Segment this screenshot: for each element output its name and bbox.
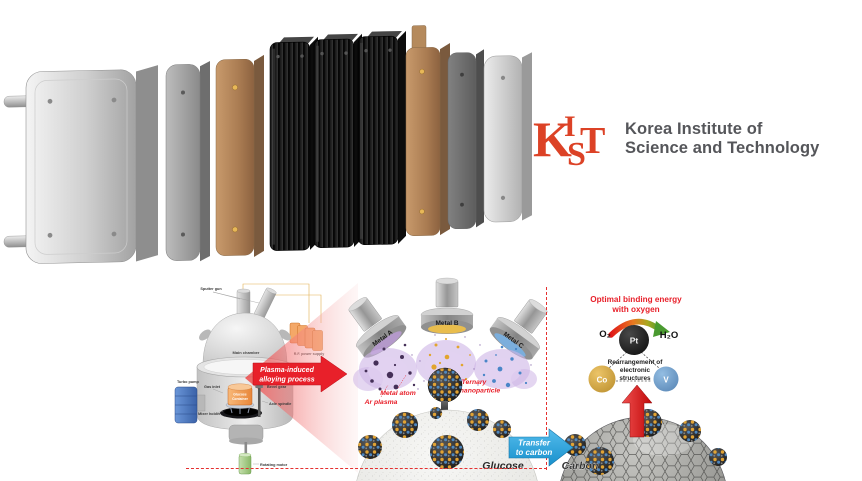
kist-logo-mark: K I S T <box>533 112 615 178</box>
sputter-gun-label: Sputter gun <box>200 287 222 291</box>
carbon-label: Carbon <box>562 460 599 472</box>
process-arrow: Plasma-induced alloying process <box>252 355 348 393</box>
sputter-target-metal-a: Metal A <box>348 297 407 358</box>
v-label: V <box>663 376 669 385</box>
glucose-container-label1: Glucose <box>233 393 246 397</box>
orr-title-line1: Optimal binding energy <box>590 295 682 304</box>
rf-wire <box>242 283 310 323</box>
chamber-callouts: Gas inlet Bevel gear Axle spindle Mixer … <box>198 385 291 416</box>
bipolar-plate <box>269 36 318 251</box>
rotating-motor-label: Rotating motor <box>260 463 288 467</box>
ternary-nanoparticle <box>427 367 463 403</box>
end-plate-right <box>483 52 532 223</box>
metal-atoms-c <box>482 345 528 388</box>
transfer-arrow: Transfer to carbon <box>508 428 574 467</box>
h2o-label: H₂O <box>660 330 678 341</box>
rearrangement-line1: Rearrangement of <box>608 359 664 366</box>
v-atom <box>653 366 679 392</box>
process-arrow-line1: Plasma-induced <box>260 367 314 374</box>
glucose-label: Glucose <box>482 460 524 472</box>
main-chamber-dome: Main chamber <box>199 312 291 366</box>
metal-b-label: Metal B <box>435 320 458 327</box>
logo-name-line2: Science and Technology <box>625 139 820 157</box>
metal-atom-label: Metal atom <box>380 390 416 397</box>
rf-wire <box>264 294 322 323</box>
gasket-plate-right <box>447 49 484 230</box>
ar-plasma-label: Ar plasma <box>364 399 398 406</box>
co-atom <box>588 365 616 393</box>
glucose-container-label2: Container <box>232 397 249 401</box>
pt-atom <box>619 325 649 355</box>
kist-logo-name: Korea Institute of Science and Technolog… <box>625 120 819 158</box>
orr-title-line2: with oxygen <box>611 305 659 314</box>
plasma-specks <box>411 334 532 390</box>
pt-label: Pt <box>630 336 639 346</box>
copper-plate-right-tab <box>405 25 450 236</box>
figure-frame-vertical-dash <box>546 287 547 470</box>
turbo-pump: Turbo pump <box>174 380 206 424</box>
copper-plate-left <box>215 54 264 258</box>
logo-letter-s: S <box>567 136 586 173</box>
nanoparticles-on-glucose <box>358 407 511 469</box>
logo-letter-k: K <box>533 111 572 167</box>
transfer-line1: Transfer <box>518 439 551 448</box>
rearrangement-line3: structures <box>619 375 651 382</box>
gas-inlet-label: Gas inlet <box>204 385 221 389</box>
end-plate-left <box>3 65 158 264</box>
pedestal <box>228 424 264 445</box>
bevel-gear-label: Bevel gear <box>267 385 287 389</box>
logo-letter-i: I <box>564 110 576 143</box>
main-chamber-label: Main chamber <box>233 350 260 355</box>
logo-name-line1: Korea Institute of <box>625 120 763 138</box>
co-label: Co <box>597 376 608 385</box>
logo-letter-t: T <box>580 120 606 162</box>
orr-diagram: Optimal binding energy with oxygen O₂ H₂… <box>588 295 682 393</box>
figure-frame-bottom-dash <box>186 468 547 469</box>
transfer-line2: to carbon <box>516 448 553 457</box>
axle-spindle-label: Axle spindle <box>269 402 291 406</box>
plasma-annotations: Metal atom Ar plasma Ternary nanoparticl… <box>364 374 501 406</box>
glucose-container: Glucose Container <box>227 383 253 406</box>
ternary-label-line2: nanoparticle <box>460 388 501 395</box>
up-arrow <box>621 384 653 438</box>
o2-label: O₂ <box>599 329 611 340</box>
plasma-chamber-illustration: R.F. power supply Sputter gun Main chamb… <box>174 283 358 475</box>
sputter-target-metal-b: Metal B <box>420 277 474 334</box>
turbo-pump-label: Turbo pump <box>177 380 200 384</box>
sputter-target-metal-c: Metal C <box>489 299 548 360</box>
ternary-label-line1: Ternary <box>462 379 488 386</box>
metal-atoms-a <box>364 343 416 391</box>
kist-logo: K I S T Korea Institute of Science and T… <box>533 112 862 182</box>
arc-arrowhead <box>653 321 670 337</box>
sample-dish <box>220 407 262 419</box>
rotating-motor: Rotating motor <box>238 442 288 475</box>
rearrangement-line2: electronic <box>620 367 651 374</box>
sputtering-scene: Metal A Metal B Metal C <box>348 277 548 481</box>
bipolar-plate <box>313 33 362 248</box>
process-arrow-line2: alloying process <box>259 377 314 384</box>
orr-carbon-scene: Carbon Optimal binding energy with oxyge… <box>560 295 727 481</box>
fuel-cell-stack-render <box>3 25 532 264</box>
gasket-plate-left <box>165 60 210 262</box>
bipolar-plate <box>357 30 406 246</box>
mixer-holder-label: Mixer holder <box>198 412 221 416</box>
